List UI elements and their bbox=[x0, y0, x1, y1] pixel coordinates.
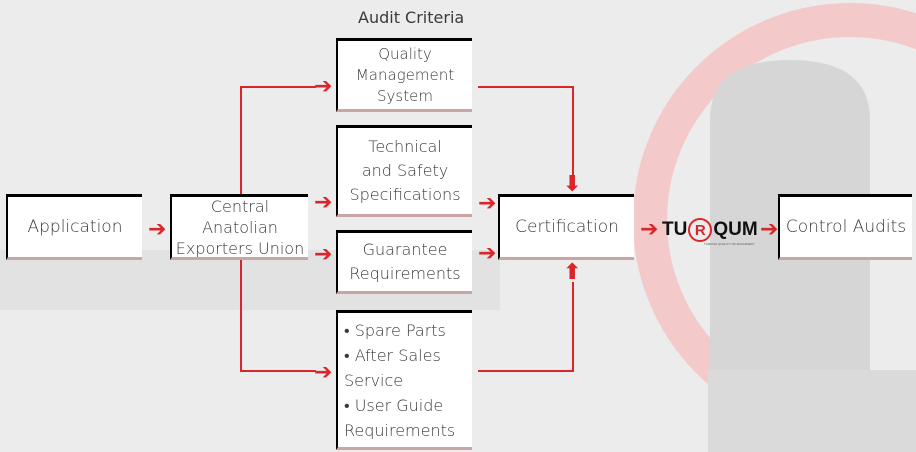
connector-union-down bbox=[240, 258, 242, 371]
connector-to-qms bbox=[240, 86, 316, 88]
connector-to-spare bbox=[240, 370, 316, 372]
logo-text-tu: TU bbox=[662, 219, 688, 240]
guarantee-label: Guarantee Requirements bbox=[349, 240, 461, 283]
arrow-right-icon: ➔ bbox=[148, 217, 167, 242]
qms-label: Quality Management System bbox=[355, 44, 455, 105]
audit-criteria-title: Audit Criteria bbox=[358, 8, 465, 27]
qms-box: Quality Management System bbox=[336, 38, 472, 112]
connector-qms-down bbox=[572, 86, 574, 176]
control-audits-box: Control Audits bbox=[778, 194, 912, 260]
union-box: Central Anatolian Exporters Union bbox=[170, 194, 308, 260]
arrow-right-icon: ➔ bbox=[760, 217, 779, 242]
arrow-down-icon: ⬇ bbox=[563, 172, 582, 197]
arrow-right-icon: ➔ bbox=[314, 190, 333, 215]
arrow-up-icon: ⬆ bbox=[563, 260, 582, 285]
application-box: Application bbox=[6, 194, 142, 260]
arrow-right-icon: ➔ bbox=[314, 360, 333, 385]
certification-label: Certification bbox=[515, 217, 619, 237]
application-label: Application bbox=[27, 217, 123, 237]
technical-box: Technical and Safety Specifications bbox=[336, 125, 472, 217]
union-label: Central Anatolian Exporters Union bbox=[175, 196, 305, 258]
certification-box: Certification bbox=[498, 194, 634, 260]
connector-union-up bbox=[240, 86, 242, 196]
logo-tagline: TURKISH QUALITY OF MACHINERY bbox=[704, 242, 755, 246]
connector-spare-up bbox=[572, 282, 574, 372]
control-audits-label: Control Audits bbox=[785, 217, 907, 237]
turqum-logo: TU R QUM TURKISH QUALITY OF MACHINERY bbox=[662, 218, 758, 246]
arrow-right-icon: ➔ bbox=[478, 241, 497, 266]
logo-circle-r: R bbox=[688, 218, 713, 242]
spare-parts-label: • Spare Parts • After Sales Service • Us… bbox=[344, 320, 456, 440]
arrow-right-icon: ➔ bbox=[640, 217, 659, 242]
arrow-right-icon: ➔ bbox=[314, 74, 333, 99]
connector-qms-out bbox=[478, 86, 574, 88]
spare-parts-box: • Spare Parts • After Sales Service • Us… bbox=[336, 310, 472, 450]
arrow-right-icon: ➔ bbox=[478, 191, 497, 216]
logo-text-qum: QUM bbox=[713, 219, 758, 240]
guarantee-box: Guarantee Requirements bbox=[336, 230, 472, 294]
connector-spare-out bbox=[478, 370, 574, 372]
technical-label: Technical and Safety Specifications bbox=[349, 137, 461, 204]
arrow-right-icon: ➔ bbox=[314, 242, 333, 267]
